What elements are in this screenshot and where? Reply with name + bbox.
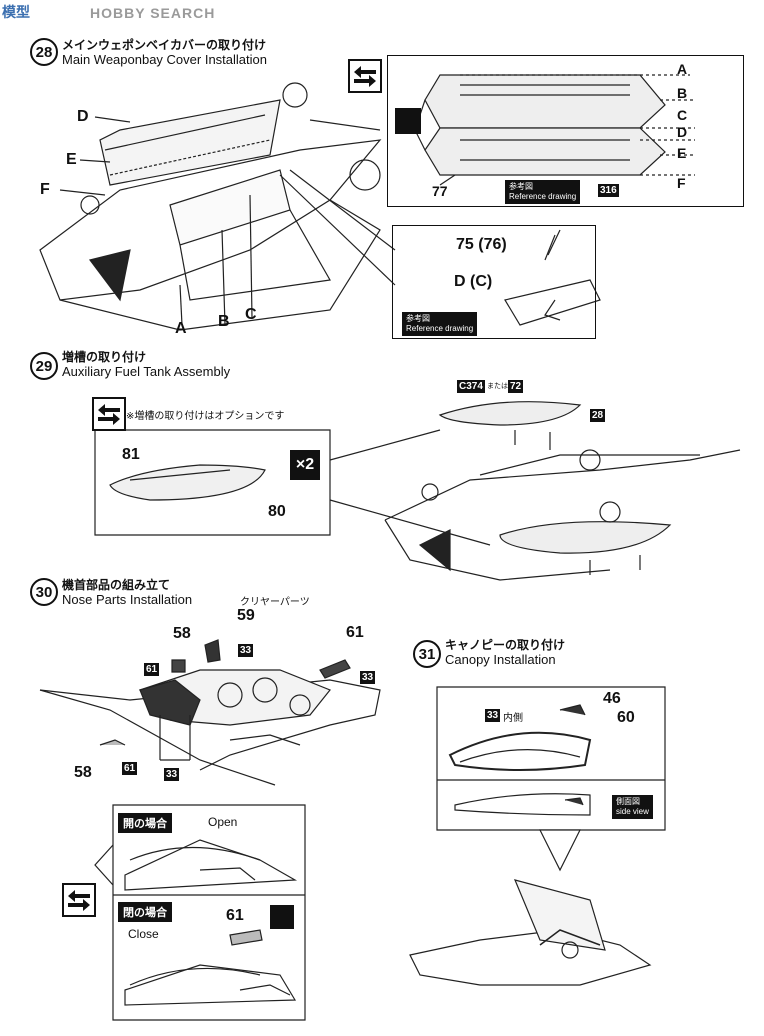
step-title-en: Auxiliary Fuel Tank Assembly <box>62 364 231 379</box>
detail-label-d: D <box>677 124 688 140</box>
watermark-site: HOBBY SEARCH <box>90 5 216 21</box>
part-81: 81 <box>122 446 140 463</box>
paint-33: 33 <box>164 768 180 781</box>
paint-33: 33 <box>485 709 501 722</box>
paint-c374: C374 <box>457 380 485 393</box>
label-f: F <box>40 181 50 198</box>
part-61: 61 <box>226 907 244 924</box>
detail-panel-gear-door <box>392 225 596 339</box>
step-title-jp: 増槽の取り付け <box>62 350 147 364</box>
close-case-en: Close <box>128 927 159 941</box>
label-c: C <box>245 306 257 323</box>
watermark-logo: 模型 <box>2 4 30 20</box>
quantity-x2: ×2 <box>290 450 320 480</box>
step-title-jp: メインウェポンベイカバーの取り付け <box>62 38 267 52</box>
ref2-en: Reference drawing <box>406 324 474 333</box>
detail-label-f: F <box>677 175 686 191</box>
part-75-76: 75 (76) <box>456 236 507 253</box>
paint-33: 33 <box>360 671 376 684</box>
step-title-jp: 機首部品の組み立て <box>62 578 171 592</box>
part-59: 59 <box>237 607 255 624</box>
label-d: D <box>77 108 89 125</box>
step-title-en: Nose Parts Installation <box>62 592 193 607</box>
step-number: 28 <box>30 38 58 66</box>
detail-label-e: E <box>677 145 687 161</box>
label-e: E <box>66 151 77 168</box>
step-number: 30 <box>30 578 58 606</box>
clear-parts-label: クリヤーパーツ <box>240 597 310 608</box>
open-case-label: 開の場合 <box>118 813 172 833</box>
label-a: A <box>175 320 187 337</box>
or-text: または <box>487 383 508 390</box>
step-title-en: Canopy Installation <box>445 652 556 667</box>
ref-jp: 参考図 <box>509 182 533 191</box>
part-46: 46 <box>603 690 621 707</box>
detail-label-a: A <box>677 61 688 77</box>
side-en: side view <box>616 807 649 816</box>
step-title-jp: キャノピーの取り付け <box>445 638 566 652</box>
detail-label-c: C <box>677 107 688 123</box>
label-b: B <box>218 313 230 330</box>
reference-drawing-tag: 参考図 Reference drawing <box>505 180 581 204</box>
step-title-en: Main Weaponbay Cover Installation <box>62 52 267 67</box>
step-number: 29 <box>30 352 58 380</box>
paint-72: 72 <box>508 380 524 393</box>
detail-label-b: B <box>677 85 688 101</box>
part-58: 58 <box>74 764 92 781</box>
paint-61: 61 <box>144 663 160 676</box>
paint-28: 28 <box>590 409 606 422</box>
double-arrow-icon <box>348 59 382 93</box>
optional-note: ※増槽の取り付けはオプションです <box>126 411 285 422</box>
double-arrow-icon <box>62 883 96 917</box>
close-case-label: 閉の場合 <box>118 902 172 922</box>
ref-en: Reference drawing <box>509 192 577 201</box>
paint-33: 33 <box>238 644 254 657</box>
ref2-jp: 参考図 <box>406 314 430 323</box>
part-77: 77 <box>432 183 448 199</box>
side-jp: 側面図 <box>616 797 640 806</box>
part-60: 60 <box>617 709 635 726</box>
double-arrow-icon <box>92 397 126 431</box>
reference-drawing-tag-2: 参考図 Reference drawing <box>402 312 478 336</box>
detail-panel-weaponbay <box>387 55 744 207</box>
detail-icon <box>270 905 294 929</box>
side-view-tag: 側面図 side view <box>612 795 653 819</box>
part-61: 61 <box>346 624 364 641</box>
part-58: 58 <box>173 625 191 642</box>
inner-side-label: 内側 <box>503 713 523 724</box>
step-number: 31 <box>413 640 441 668</box>
paint-61: 61 <box>122 762 138 775</box>
paint-316: 316 <box>598 184 619 197</box>
open-case-en: Open <box>208 815 238 829</box>
part-80: 80 <box>268 503 286 520</box>
part-d-c: D (C) <box>454 273 493 290</box>
detail-icon <box>395 108 421 134</box>
